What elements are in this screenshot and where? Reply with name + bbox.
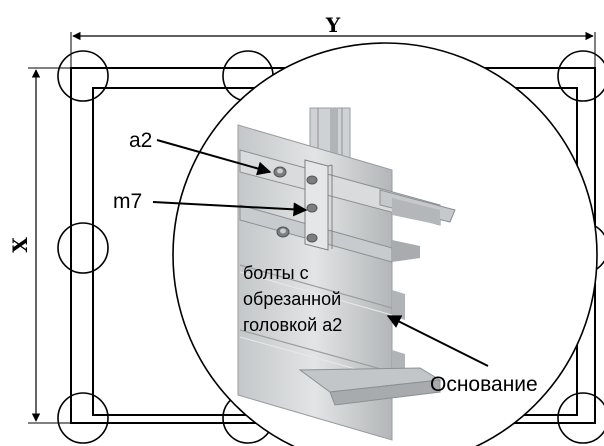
- label-bolts-line1: болты с: [243, 263, 309, 283]
- label-a2: a2: [129, 129, 152, 152]
- anchor-top-4: [557, 50, 604, 102]
- label-base: Основание: [430, 373, 538, 396]
- label-bolts: болты с обрезанной головкой а2: [243, 263, 342, 335]
- dimension-x-label: X: [8, 237, 32, 253]
- label-m7: m7: [113, 190, 142, 213]
- detail-circle: [172, 42, 598, 446]
- leader-arrows: [152, 139, 489, 367]
- leader-a2: [156, 139, 272, 176]
- leader-m7: [152, 201, 308, 217]
- label-bolts-line3: головкой а2: [243, 315, 342, 335]
- anchor-top-1: [57, 50, 109, 102]
- dimension-y: Y: [70, 13, 596, 68]
- leader-base: [386, 315, 489, 367]
- anchor-bottom-4: [557, 392, 604, 444]
- dimension-x: X: [8, 67, 71, 424]
- label-bolts-line2: обрезанной: [243, 289, 341, 309]
- dimension-y-label: Y: [325, 13, 341, 37]
- detail-illustration: [237, 107, 456, 441]
- anchor-bottom-1: [57, 392, 109, 444]
- anchor-left-mid: [57, 222, 109, 274]
